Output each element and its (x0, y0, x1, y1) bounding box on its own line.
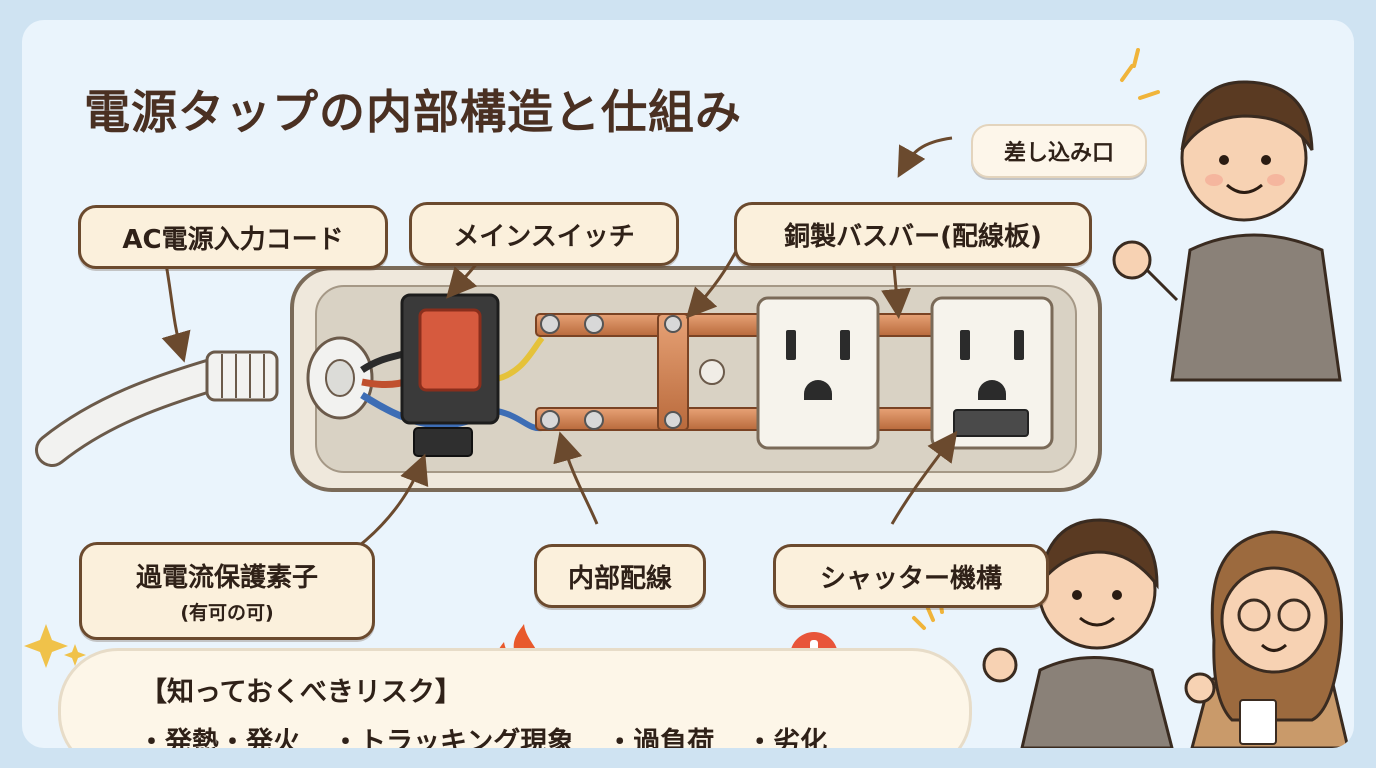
overcurrent-protection-note: (有可の可) (180, 602, 274, 624)
bottom-man-illustration (912, 518, 1174, 748)
busbar-label-text: 銅製バスバー(配線板) (784, 221, 1042, 252)
ac-power-cord-label: AC電源入力コード (78, 205, 388, 269)
internal-wiring-label-text: 内部配線 (567, 563, 672, 594)
outlet-modules (756, 296, 1054, 450)
main-switch-label-text: メインスイッチ (453, 221, 635, 252)
outlet-label-text: 差し込み口 (1003, 141, 1114, 166)
ac-power-cord-label-text: AC電源入力コード (122, 224, 344, 255)
risk-list: 発熱・発火 トラッキング現象 過負荷 劣化 (138, 720, 827, 748)
page-title: 電源タップの内部構造と仕組み (84, 85, 742, 139)
risk-item: トラッキング現象 (332, 720, 574, 748)
overcurrent-protection-label: 過電流保護素子 (有可の可) (79, 542, 375, 640)
sparkle-icon (24, 624, 86, 668)
risk-heading: 【知っておくべきリスク】 (140, 677, 462, 708)
main-switch-illustration (400, 293, 500, 425)
overcurrent-protection-label-text: 過電流保護素子 (135, 563, 318, 593)
power-strip-illustration (24, 48, 1350, 748)
ac-power-cord (35, 350, 279, 467)
risk-item: 過負荷 (606, 720, 714, 748)
shutter-mechanism-label: シャッター機構 (773, 544, 1049, 608)
risk-item: 劣化 (746, 720, 827, 748)
main-switch-label: メインスイッチ (409, 202, 679, 266)
outlet-label: 差し込み口 (971, 124, 1147, 178)
diagram-panel: 電源タップの内部構造と仕組み AC電源入力コード メインスイッチ 銅製バスバー(… (22, 20, 1354, 748)
risk-item: 発熱・発火 (138, 720, 300, 748)
internal-wiring-label: 内部配線 (534, 544, 706, 608)
busbar-label: 銅製バスバー(配線板) (734, 202, 1092, 266)
bottom-woman-illustration (1184, 530, 1350, 748)
shutter-mechanism-label-text: シャッター機構 (819, 563, 1002, 594)
presenter-man-illustration (1112, 48, 1342, 382)
